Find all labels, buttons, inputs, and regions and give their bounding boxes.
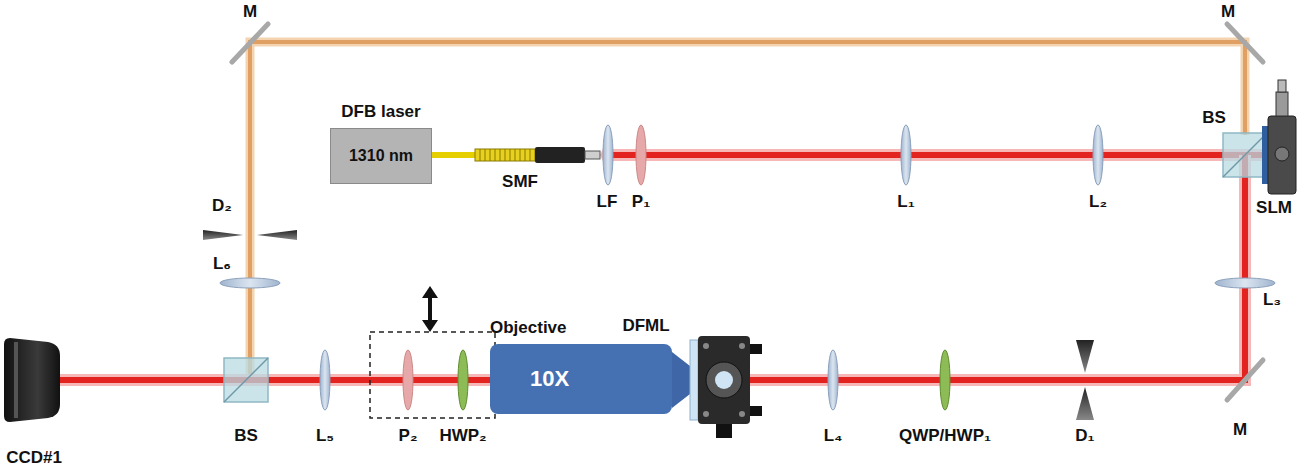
part-label: M [1221,2,1235,22]
part-label: P₁ [632,192,650,212]
part-label: M [243,2,257,22]
slm-device [1262,80,1296,194]
part-label: SMF [502,172,538,192]
laser-box: DFB laser 1310 nm [330,102,432,184]
part-label: CCD#1 [6,448,62,468]
translation-stage [370,286,495,418]
objective-tip [672,352,690,408]
part-label: HWP₂ [439,426,486,446]
node-body: 1310 nm [330,128,432,184]
part-label: M [1233,420,1247,440]
part-label: L₄ [824,426,843,446]
dfml-mount [690,336,762,438]
part-label: L₁ [897,192,914,212]
iris [203,230,1094,420]
part-label: L₃ [1263,290,1281,310]
fiber [432,147,600,163]
part-label: L₆ [213,254,231,274]
node-text: 10X [530,366,569,392]
part-label: BS [1202,108,1226,128]
part-label: L₅ [316,426,334,446]
part-label: SLM [1256,198,1292,218]
ccd-camera [4,338,60,422]
part-label: P₂ [399,426,418,446]
node-heading: DFB laser [330,102,432,122]
part-label: DFML [622,316,669,336]
part-label: D₂ [212,196,232,216]
node-body: 10X [490,344,672,414]
node-text: 1310 nm [349,147,413,165]
reference-beam [60,42,1245,380]
part-label: L₂ [1089,192,1107,212]
part-label: QWP/HWP₁ [899,426,991,446]
part-label: D₁ [1075,426,1094,446]
part-label: BS [234,426,258,446]
part-label: LF [597,192,618,212]
